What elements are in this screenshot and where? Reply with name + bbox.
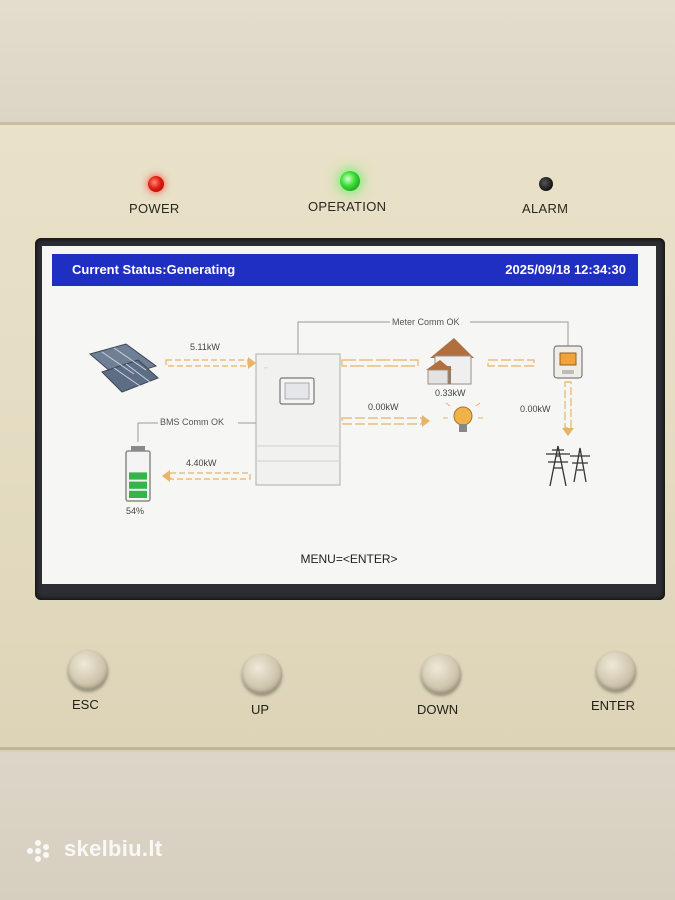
battery-level-segment xyxy=(129,472,147,480)
up-button[interactable] xyxy=(242,654,282,694)
operation-led-label: OPERATION xyxy=(308,199,387,214)
battery-icon xyxy=(125,446,151,502)
watermark-text: skelbiu.lt xyxy=(64,836,163,861)
grid-power-text: 0.00kW xyxy=(520,404,551,414)
current-status-text: Current Status:Generating xyxy=(72,262,236,277)
down-button-label: DOWN xyxy=(417,702,459,717)
datetime-text: 2025/09/18 12:34:30 xyxy=(505,262,626,277)
backup-flow-arrow xyxy=(341,415,430,427)
backup-load-text: 0.00kW xyxy=(368,402,399,412)
grid-tower-icon xyxy=(546,445,590,487)
alarm-led-label: ALARM xyxy=(522,201,569,216)
esc-button[interactable] xyxy=(68,650,108,690)
home-flow-arrow xyxy=(341,359,419,367)
battery-flow-arrow xyxy=(162,470,251,482)
enter-button[interactable] xyxy=(596,651,636,691)
battery-power-text: 4.40kW xyxy=(186,458,217,468)
power-led-label: POWER xyxy=(129,201,180,216)
svg-text:←: ← xyxy=(263,364,270,371)
energy-flow-diagram: 5.11kW ← Meter Comm OK 0.33kW xyxy=(88,316,590,516)
pv-flow-arrow xyxy=(165,357,256,369)
operation-led xyxy=(340,171,360,191)
lcd-screen: Current Status:Generating 2025/09/18 12:… xyxy=(42,246,656,584)
meter-comm-status: Meter Comm OK xyxy=(392,317,460,327)
lightbulb-icon xyxy=(443,402,483,432)
wall-background xyxy=(0,0,675,128)
wall-background-bottom xyxy=(0,752,675,900)
esc-button-label: ESC xyxy=(72,697,99,712)
solar-panel-icon xyxy=(88,343,159,393)
down-button[interactable] xyxy=(421,654,461,694)
power-led xyxy=(148,176,164,192)
grid-side-flow xyxy=(487,359,535,367)
meter-icon xyxy=(553,345,583,379)
inverter-icon: ← xyxy=(255,353,341,486)
up-button-label: UP xyxy=(251,702,270,717)
menu-hint: MENU=<ENTER> xyxy=(300,552,398,566)
grid-flow-arrow xyxy=(562,381,574,436)
watermark-logo-icon xyxy=(27,840,49,862)
alarm-led xyxy=(539,177,553,191)
house-icon xyxy=(426,338,474,385)
battery-level-segment xyxy=(129,490,147,498)
bms-comm-status: BMS Comm OK xyxy=(160,417,224,427)
enter-button-label: ENTER xyxy=(591,698,636,713)
status-title-bar: Current Status:Generating 2025/09/18 12:… xyxy=(52,254,638,286)
home-load-text: 0.33kW xyxy=(435,388,466,398)
pv-power-text: 5.11kW xyxy=(190,342,220,352)
battery-level-segment xyxy=(129,481,147,489)
battery-soc-text: 54% xyxy=(126,506,144,516)
